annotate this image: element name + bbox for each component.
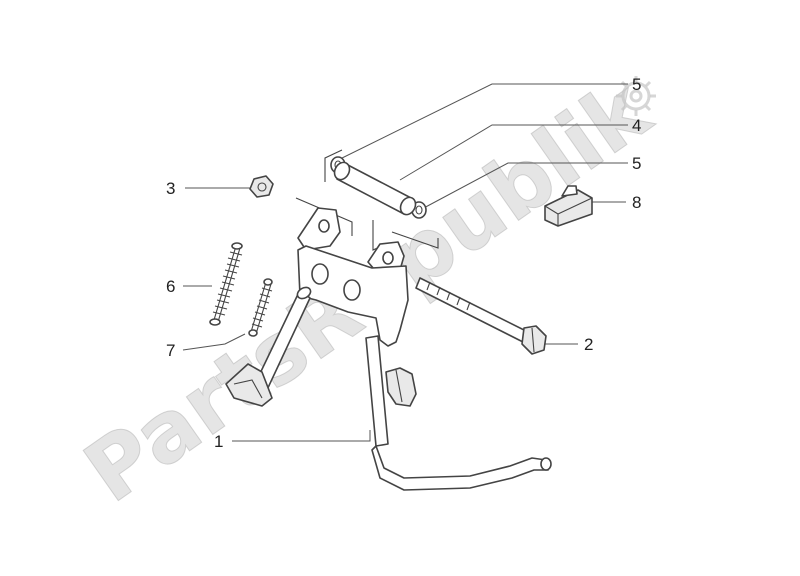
- bolt-part-2: [415, 277, 547, 355]
- leader-1: [232, 430, 371, 442]
- leader-lines: [182, 83, 628, 442]
- callout-5-lower: 5: [632, 154, 641, 173]
- leader-5-lower: [419, 162, 628, 211]
- guide-left: [324, 149, 343, 182]
- nut-part-3: [249, 175, 274, 198]
- rubber-block-part-8: [544, 185, 593, 227]
- callout-1: 1: [214, 432, 223, 451]
- callout-3: 3: [166, 179, 175, 198]
- callout-2: 2: [584, 335, 593, 354]
- callout-7: 7: [166, 341, 175, 360]
- leader-5-top: [337, 83, 628, 161]
- callout-labels: 5 4 5 3 8 6 7 2 1: [166, 75, 641, 451]
- leader-7: [182, 333, 246, 351]
- guide-mid: [295, 197, 353, 236]
- callout-6: 6: [166, 277, 175, 296]
- callout-4: 4: [632, 116, 641, 135]
- tube-part-4: [333, 161, 417, 216]
- callout-8: 8: [632, 193, 641, 212]
- spring-part-6: [209, 242, 243, 326]
- gear-icon: [616, 76, 656, 116]
- callout-5-top: 5: [632, 75, 641, 94]
- guide-right-2: [391, 231, 439, 249]
- leader-4: [399, 124, 628, 181]
- spring-part-7: [248, 278, 273, 337]
- centre-stand-part-1: [225, 207, 552, 491]
